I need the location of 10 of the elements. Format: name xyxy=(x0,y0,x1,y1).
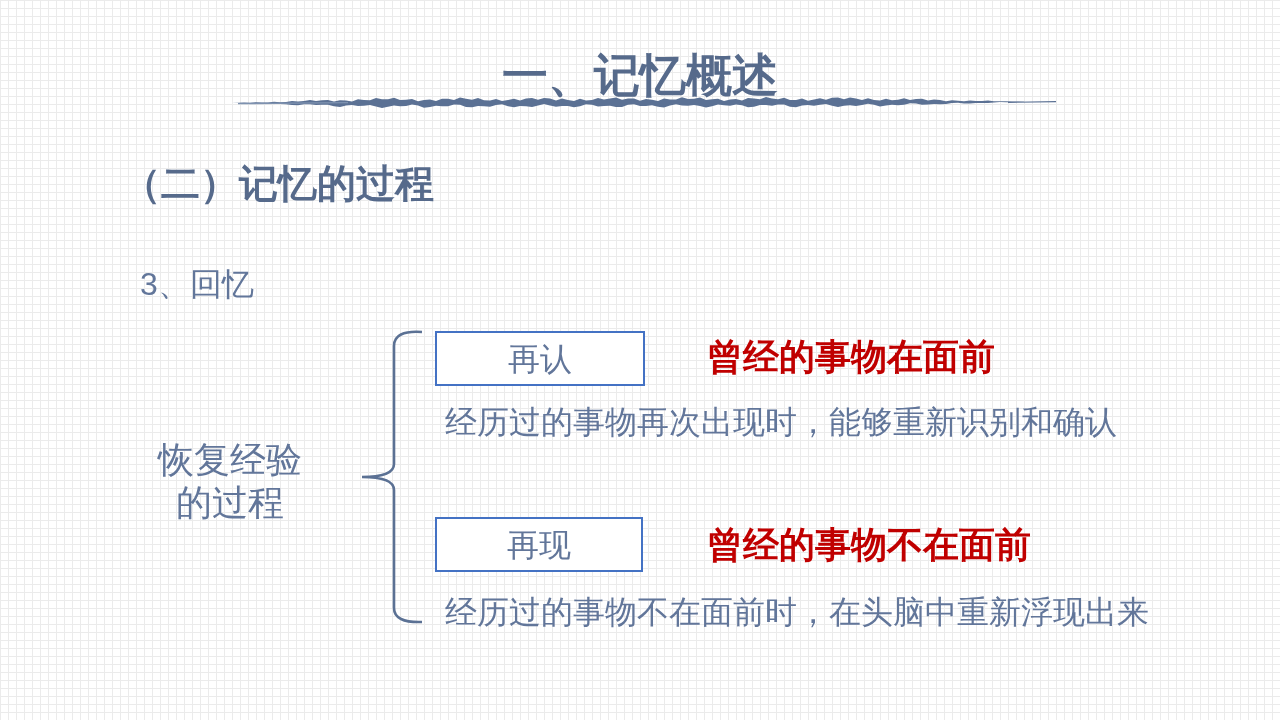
slide-title: 一、记忆概述 xyxy=(502,52,778,98)
term-box: 再现 xyxy=(435,517,643,572)
key-phrase: 曾经的事物不在面前 xyxy=(707,527,1031,563)
section-heading: （二）记忆的过程 xyxy=(122,164,434,203)
definition-text: 经历过的事物再次出现时，能够重新识别和确认 xyxy=(445,406,1117,438)
topic-label: 恢复经验的过程 xyxy=(156,438,303,524)
subsection-heading: 3、回忆 xyxy=(140,268,254,300)
definition-text: 经历过的事物不在面前时，在头脑中重新浮现出来 xyxy=(445,596,1149,628)
term-box: 再认 xyxy=(435,331,645,386)
key-phrase: 曾经的事物在面前 xyxy=(707,339,995,375)
